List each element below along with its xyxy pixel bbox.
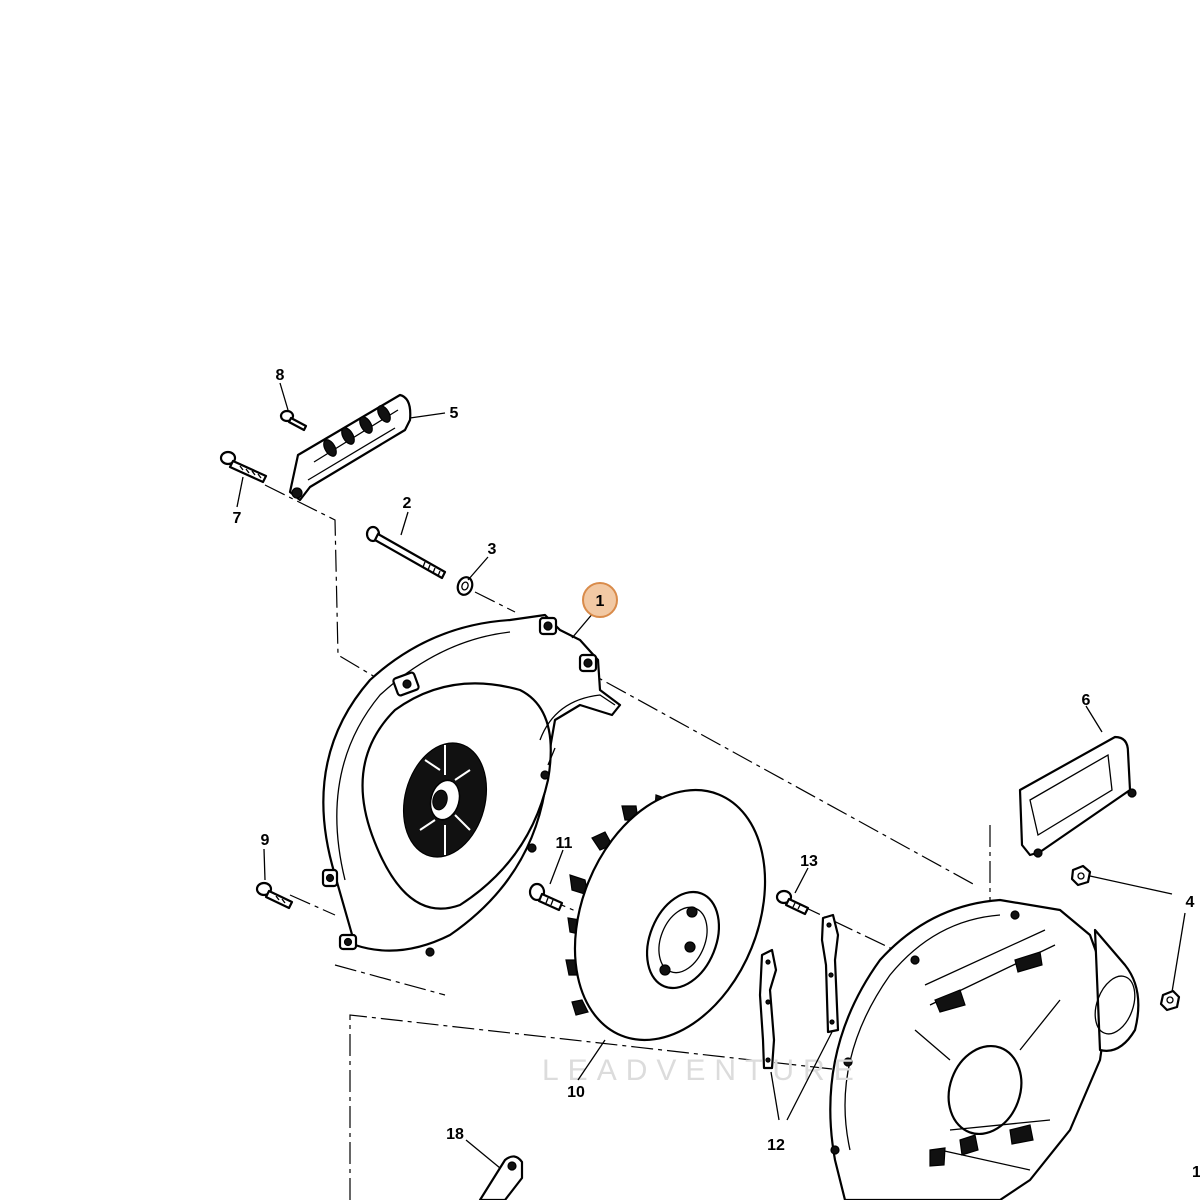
- part-11-screw[interactable]: [528, 882, 564, 912]
- part-8-screw[interactable]: [279, 409, 308, 432]
- part-10-impeller[interactable]: [540, 762, 801, 1069]
- part-3-washer[interactable]: [455, 575, 474, 597]
- part-number-1b[interactable]: 1: [1192, 1164, 1200, 1181]
- part-7-screw[interactable]: [219, 450, 268, 484]
- part-1-highlight-marker[interactable]: [582, 582, 618, 618]
- part-1-fan-housing[interactable]: [321, 613, 622, 957]
- part-6-bracket[interactable]: [1018, 735, 1137, 858]
- part-13-screw[interactable]: [775, 889, 810, 916]
- part-5-bracket[interactable]: [288, 393, 412, 502]
- part-number-5[interactable]: 5: [450, 405, 459, 422]
- part-number-2[interactable]: 2: [403, 495, 412, 512]
- part-9-screw[interactable]: [255, 881, 294, 910]
- part-number-13[interactable]: 13: [800, 853, 818, 870]
- part-number-10[interactable]: 10: [567, 1084, 585, 1101]
- part-number-1[interactable]: 1: [596, 593, 605, 610]
- part-number-12[interactable]: 12: [767, 1137, 785, 1154]
- part-1b-main-housing[interactable]: [829, 898, 1142, 1200]
- part-4-nuts[interactable]: [1070, 864, 1181, 1012]
- part-number-18[interactable]: 18: [446, 1126, 464, 1143]
- part-number-8[interactable]: 8: [276, 367, 285, 384]
- part-labels: 1 2 3 4 5 6 7 8 9 10 11 12 13 18 1: [233, 367, 1200, 1181]
- part-number-3[interactable]: 3: [488, 541, 497, 558]
- leader-lines: [236, 382, 1186, 1169]
- part-number-11[interactable]: 11: [556, 835, 573, 852]
- part-2-bolt[interactable]: [365, 525, 447, 580]
- part-number-9[interactable]: 9: [261, 832, 270, 849]
- part-18-bracket[interactable]: [478, 1155, 524, 1200]
- watermark: LEADVENTURE: [542, 1054, 863, 1087]
- part-number-6[interactable]: 6: [1082, 692, 1091, 709]
- part-12-seal-strips[interactable]: [758, 913, 840, 1070]
- part-number-4[interactable]: 4: [1186, 894, 1195, 911]
- part-number-7[interactable]: 7: [233, 510, 242, 527]
